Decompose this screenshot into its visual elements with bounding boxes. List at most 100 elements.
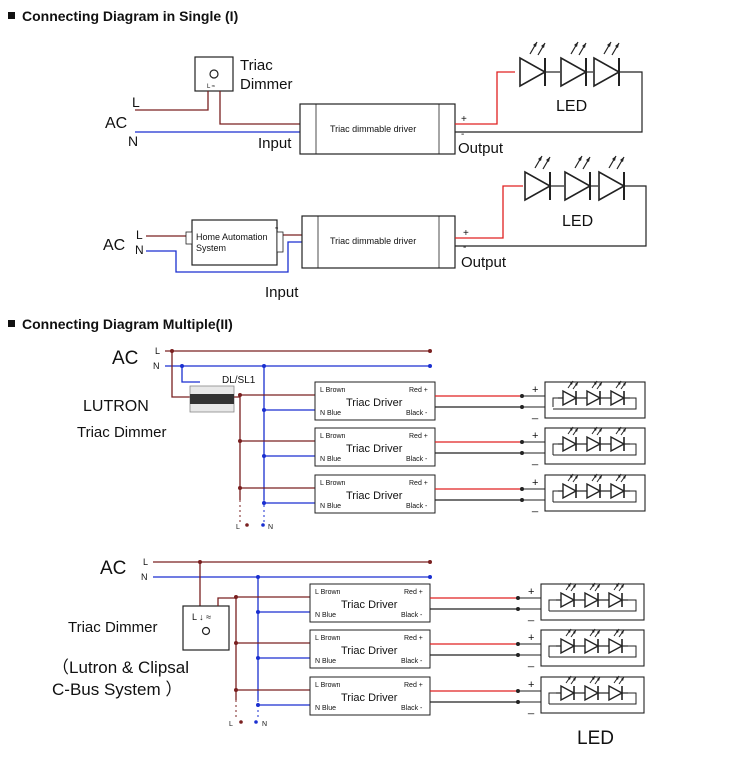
- home-mark: ≈: [275, 226, 279, 232]
- led-label: LED: [577, 728, 614, 749]
- diagram-multiple-2: AC L N L ↓ ≈ Triac Dimmer （Lutron & Clip…: [52, 557, 645, 749]
- l-brown-label: L Brown: [315, 589, 341, 596]
- n-label: N: [141, 572, 148, 582]
- red-label: Red +: [409, 387, 428, 394]
- dimmed-l-wire: [219, 91, 305, 125]
- triac-dimmer-box: [194, 56, 234, 92]
- triac-driver: [314, 427, 436, 467]
- led-icon: [560, 41, 587, 87]
- led-module: [540, 583, 645, 621]
- driver-title: Triac Driver: [346, 443, 403, 455]
- led-icon: [564, 155, 591, 201]
- minus-label: _: [527, 656, 535, 668]
- section1-bullet: [8, 12, 15, 19]
- dimmer-label-2: Dimmer: [240, 76, 293, 93]
- black-label: Black -: [406, 456, 428, 463]
- led-module: [544, 381, 646, 419]
- driver-row: L Brown N Blue Triac Driver Red + Black …: [238, 380, 646, 421]
- triac-dimmer-label: Triac Dimmer: [77, 424, 166, 441]
- systems-label-2: C-Bus System ）: [52, 680, 182, 699]
- bottom-l: L: [236, 524, 240, 531]
- n-blue-label: N Blue: [320, 503, 341, 510]
- dimmer-model: DL/SL1: [222, 375, 256, 386]
- l-label: L: [155, 346, 160, 356]
- dimmer-label-1: Triac: [240, 57, 273, 74]
- l-label: L: [136, 228, 143, 242]
- led-module: [540, 676, 645, 714]
- red-label: Red +: [404, 635, 423, 642]
- bottom-n: N: [262, 721, 267, 728]
- plus-label: +: [461, 114, 467, 125]
- black-label: Black -: [406, 503, 428, 510]
- home-label-2: System: [196, 243, 226, 253]
- minus-label: -: [463, 242, 466, 253]
- l-brown-label: L Brown: [315, 635, 341, 642]
- black-output-wire: [455, 71, 643, 133]
- minus-label: _: [531, 408, 539, 420]
- driver-title: Triac Driver: [346, 397, 403, 409]
- l-label: L: [143, 557, 148, 567]
- led-label: LED: [556, 98, 587, 115]
- input-label: Input: [265, 284, 299, 301]
- triac-driver: [314, 474, 436, 514]
- plus-label: +: [463, 228, 469, 239]
- red-output-wire: [455, 185, 523, 239]
- driver-title: Triac Driver: [346, 490, 403, 502]
- led-label: LED: [562, 213, 593, 230]
- section2-heading: Connecting Diagram Multiple(II): [22, 316, 233, 332]
- minus-label: _: [531, 501, 539, 513]
- l-brown-label: L Brown: [320, 387, 346, 394]
- triac-driver: [314, 381, 436, 421]
- ac-label: AC: [103, 237, 125, 254]
- driver-title: Triac Driver: [341, 645, 398, 657]
- l-brown-label: L Brown: [320, 433, 346, 440]
- ac-label: AC: [112, 348, 138, 369]
- ac-label: AC: [100, 558, 126, 579]
- driver-row: L Brown N Blue Triac Driver Red + Black …: [234, 582, 645, 623]
- plus-label: +: [528, 679, 534, 691]
- driver-row: L Brown N Blue Triac Driver Red + Black …: [234, 628, 645, 669]
- triac-driver: [309, 583, 431, 623]
- red-label: Red +: [409, 480, 428, 487]
- dimmer-knob-icon: [201, 626, 211, 636]
- led-icon: [524, 155, 551, 201]
- black-label: Black -: [401, 612, 423, 619]
- home-label-1: Home Automation: [196, 232, 268, 242]
- minus-label: _: [527, 610, 535, 622]
- bottom-l: L: [229, 721, 233, 728]
- input-label: Input: [258, 135, 292, 152]
- black-label: Black -: [401, 705, 423, 712]
- home-automation-box: [191, 219, 278, 266]
- driver-row: L Brown N Blue Triac Driver Red + Black …: [238, 426, 646, 467]
- n-blue-label: N Blue: [315, 612, 336, 619]
- red-output-wire: [455, 71, 515, 125]
- ac-label: AC: [105, 115, 127, 132]
- minus-label: _: [531, 454, 539, 466]
- diagram-multiple-1: AC L N DL/SL1 LUTRON Triac Dimmer L N: [77, 346, 646, 531]
- n-label: N: [128, 133, 138, 149]
- n-blue-label: N Blue: [320, 410, 341, 417]
- led-icon: [519, 41, 546, 87]
- triac-driver: [309, 676, 431, 716]
- l-wire: [135, 91, 209, 111]
- driver-title: Triac Driver: [341, 599, 398, 611]
- systems-label-1: （Lutron & Clipsal: [52, 658, 189, 677]
- n-wire: [146, 241, 305, 273]
- l-brown-label: L Brown: [320, 480, 346, 487]
- plus-label: +: [532, 384, 538, 396]
- n-label: N: [153, 361, 160, 371]
- output-label: Output: [461, 254, 507, 271]
- red-label: Red +: [404, 589, 423, 596]
- driver-label: Triac dimmable driver: [330, 236, 416, 246]
- dimmer-mark: L ≈: [207, 84, 216, 90]
- n-blue-label: N Blue: [315, 658, 336, 665]
- l-label: L: [132, 94, 140, 110]
- driver-row: L Brown N Blue Triac Driver Red + Black …: [238, 473, 646, 514]
- l-brown-label: L Brown: [315, 682, 341, 689]
- lutron-label: LUTRON: [83, 398, 149, 415]
- dimmer-mark: L ↓ ≈: [192, 612, 211, 622]
- output-label: Output: [458, 140, 504, 157]
- triac-driver: [309, 629, 431, 669]
- driver-title: Triac Driver: [341, 692, 398, 704]
